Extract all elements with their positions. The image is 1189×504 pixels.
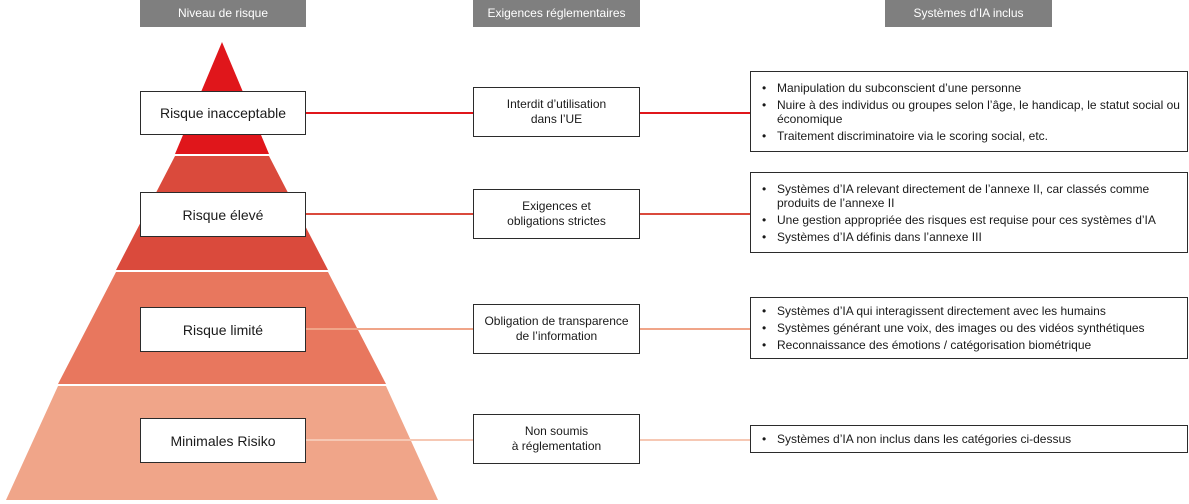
systems-list-high: Systèmes d’IA relevant directement de l’… (750, 172, 1188, 253)
systems-list-limited: Systèmes d’IA qui interagissent directem… (750, 297, 1188, 359)
system-item: Traitement discriminatoire via le scorin… (762, 129, 1183, 143)
requirement-unregulated: Non soumis à réglementation (473, 414, 640, 464)
system-item: Systèmes d’IA qui interagissent directem… (762, 304, 1145, 318)
requirement-transparency: Obligation de transparence de l’informat… (473, 304, 640, 354)
systems-bullets-limited: Systèmes d’IA qui interagissent directem… (751, 304, 1145, 352)
risk-level-unacceptable: Risque inacceptable (140, 91, 306, 135)
risk-level-limited: Risque limité (140, 307, 306, 352)
header-systems: Systèmes d’IA inclus (885, 0, 1052, 27)
system-item: Reconnaissance des émotions / catégorisa… (762, 338, 1145, 352)
system-item: Systèmes d’IA non inclus dans les catégo… (762, 432, 1071, 446)
systems-bullets-high: Systèmes d’IA relevant directement de l’… (751, 182, 1183, 244)
risk-level-minimal: Minimales Risiko (140, 418, 306, 463)
system-item: Manipulation du subconscient d’une perso… (762, 81, 1183, 95)
requirement-strict: Exigences et obligations strictes (473, 189, 640, 239)
risk-level-high: Risque élevé (140, 192, 306, 237)
header-requirements: Exigences réglementaires (473, 0, 640, 27)
systems-bullets-unacceptable: Manipulation du subconscient d’une perso… (751, 81, 1183, 143)
system-item: Systèmes d’IA définis dans l’annexe III (762, 230, 1183, 244)
system-item: Systèmes d’IA relevant directement de l’… (762, 182, 1183, 210)
systems-list-unacceptable: Manipulation du subconscient d’une perso… (750, 71, 1188, 152)
systems-bullets-minimal: Systèmes d’IA non inclus dans les catégo… (751, 432, 1071, 446)
system-item: Nuire à des individus ou groupes selon l… (762, 98, 1183, 126)
header-risk-level: Niveau de risque (140, 0, 306, 27)
requirement-prohibited: Interdit d’utilisation dans l’UE (473, 87, 640, 137)
system-item: Une gestion appropriée des risques est r… (762, 213, 1183, 227)
systems-list-minimal: Systèmes d’IA non inclus dans les catégo… (750, 425, 1188, 453)
system-item: Systèmes générant une voix, des images o… (762, 321, 1145, 335)
